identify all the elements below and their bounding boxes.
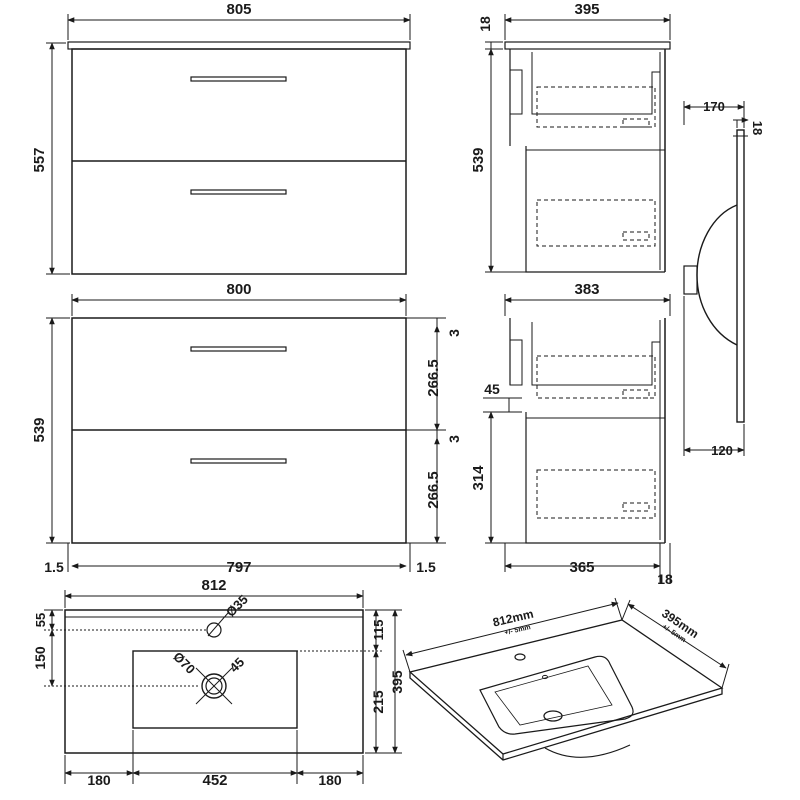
upper-drawer-box [536, 86, 656, 128]
lower-drawer-handle [622, 231, 650, 241]
dimension-label: 55 [33, 613, 48, 627]
tap-hole [206, 622, 222, 638]
basin-slab [736, 129, 745, 423]
dimension-label: 45 [484, 381, 500, 397]
dimension-label: 18 [750, 121, 765, 135]
dimension-label: 115 [371, 620, 386, 641]
drawer-handle [190, 189, 287, 195]
basin-profile-view: 170 18 120 [683, 99, 765, 458]
dimension-label: 266.5 [425, 359, 442, 397]
dimension-label: 120 [711, 443, 733, 458]
worktop-side [504, 41, 671, 50]
leader-line [207, 612, 229, 637]
extension-line [614, 597, 623, 621]
dimension-label: 365 [569, 559, 594, 576]
dimension-label: 180 [87, 772, 111, 788]
dimension-label: 45 [226, 654, 247, 675]
dimension-line [627, 603, 727, 669]
waste-inner [205, 677, 223, 695]
dimension-label: 383 [574, 281, 599, 298]
dimension-label: 395 [389, 670, 405, 694]
side-view-top: 395 18 539 [470, 1, 671, 273]
extension-line [721, 663, 730, 689]
lower-carcass [525, 146, 665, 273]
dimension-label: 395 [574, 1, 599, 18]
overflow-hole [542, 674, 548, 680]
basin-top-outline [64, 609, 364, 754]
basin-underside [544, 744, 631, 758]
lower-drawer-box [536, 199, 656, 247]
front-view-bottom: 800 539 3 266.5 3 266.5 1.5 797 1.5 [31, 281, 462, 576]
dimension-label: 3 [446, 435, 462, 443]
dimension-line [405, 601, 619, 657]
lower-carcass [525, 412, 665, 544]
waste-outlet [683, 265, 698, 295]
dimension-label: 180 [318, 772, 342, 788]
dimension-label: 452 [202, 772, 227, 789]
basin-front-edge [409, 672, 723, 761]
dimension-label: 150 [32, 646, 48, 670]
dimension-label: 557 [31, 147, 48, 172]
extension-line [402, 649, 411, 673]
dimension-label: 18 [477, 16, 493, 32]
drawer-handle [190, 458, 287, 464]
waste-trap [509, 339, 523, 386]
dimension-label: 800 [226, 281, 251, 298]
extension-line [621, 599, 631, 621]
dimension-label: 3 [446, 329, 462, 337]
waste-trap [509, 69, 523, 115]
tap-hole [514, 653, 526, 661]
dimension-label: 539 [31, 417, 48, 442]
waste-hole [543, 710, 563, 722]
dimension-label: 170 [703, 99, 725, 114]
dimension-label: 18 [657, 571, 673, 587]
basin-isometric-view: 812mm +/- 5mm 395mm +/- 5mm [402, 597, 730, 761]
basin-bowl-outline [531, 52, 660, 115]
front-view-top: 805 557 [31, 1, 411, 275]
dimension-label: Ø70 [170, 649, 198, 677]
basin-plan-view: Ø35 Ø70 45 812 55 150 115 215 395 [32, 577, 405, 789]
leader-line [195, 667, 233, 705]
basin-top-face [408, 619, 724, 755]
basin-bowl-outline [531, 322, 660, 386]
dimension-label: 215 [370, 690, 386, 714]
dimension-label: 1.5 [416, 559, 436, 575]
upper-drawer-handle [622, 118, 650, 128]
drawer-handle [190, 346, 287, 352]
dimension-label: 539 [470, 147, 487, 172]
basin-bowl [132, 650, 298, 729]
worktop-edge [67, 41, 411, 50]
side-view-bottom: 383 45 314 365 18 [470, 281, 673, 587]
waste-outer [201, 673, 227, 699]
dimension-label: 812 [201, 577, 226, 594]
upper-drawer-box [536, 355, 656, 399]
lower-drawer-box [536, 469, 656, 519]
dimension-label: 805 [226, 1, 251, 18]
lower-drawer-handle [622, 502, 650, 512]
dimension-label: 314 [470, 465, 487, 491]
basin-bowl-inner [494, 665, 613, 726]
dimension-label: 797 [226, 559, 251, 576]
drawer-handle [190, 76, 287, 82]
basin-bowl-rim [479, 655, 634, 735]
basin-bowl-curve [696, 204, 738, 346]
dimension-label: 1.5 [44, 559, 64, 575]
upper-drawer-handle [622, 389, 650, 399]
dimension-label: 266.5 [425, 471, 442, 509]
